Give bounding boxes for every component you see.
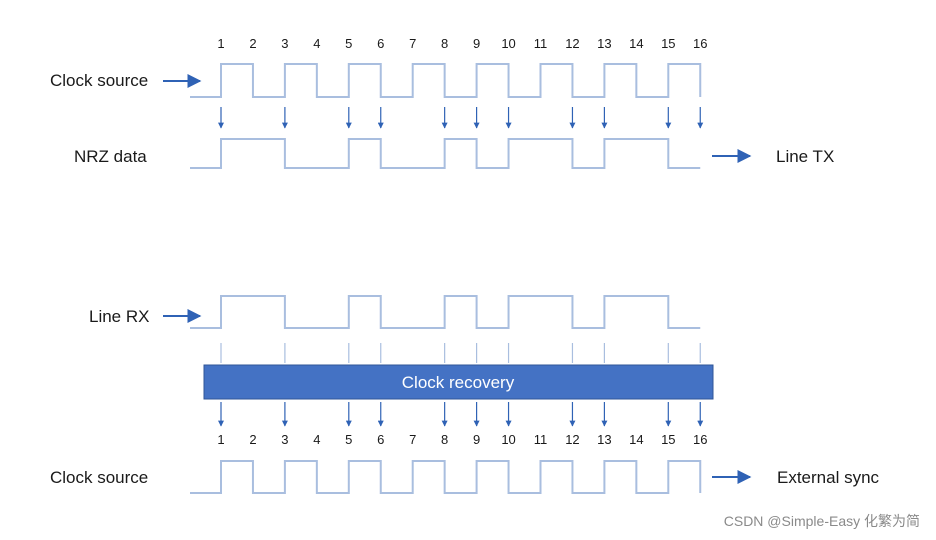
clock-recovery-label: Clock recovery (402, 373, 515, 392)
top-tick-16: 16 (693, 36, 707, 51)
top-tick-5: 5 (345, 36, 352, 51)
bottom-tick-14: 14 (629, 432, 643, 447)
top-tick-12: 12 (565, 36, 579, 51)
top-tick-10: 10 (501, 36, 515, 51)
bottom-tick-13: 13 (597, 432, 611, 447)
clock-source-top-waveform (190, 63, 702, 98)
top-tick-2: 2 (249, 36, 256, 51)
top-tick-11: 11 (534, 36, 548, 51)
clock-recovery-block (203, 364, 714, 400)
csdn-watermark: CSDN @Simple-Easy 化繁为简 (724, 513, 920, 529)
bottom-tick-3: 3 (281, 432, 288, 447)
external-sync-label: External sync (777, 468, 880, 487)
nrz-data-label: NRZ data (74, 147, 147, 166)
bottom-tick-8: 8 (441, 432, 448, 447)
top-tick-14: 14 (629, 36, 643, 51)
top-tick-8: 8 (441, 36, 448, 51)
line-rx-waveform (190, 295, 701, 329)
bottom-tick-1: 1 (217, 432, 224, 447)
bottom-tick-6: 6 (377, 432, 384, 447)
top-tick-7: 7 (409, 36, 416, 51)
bottom-tick-4: 4 (313, 432, 320, 447)
clock-source-bottom-waveform (190, 460, 702, 494)
bottom-tick-5: 5 (345, 432, 352, 447)
top-tick-13: 13 (597, 36, 611, 51)
top-tick-4: 4 (313, 36, 320, 51)
top-tick-6: 6 (377, 36, 384, 51)
top-tick-15: 15 (661, 36, 675, 51)
top-tick-3: 3 (281, 36, 288, 51)
top-tick-1: 1 (217, 36, 224, 51)
top-tick-9: 9 (473, 36, 480, 51)
clock-source-bottom-label: Clock source (50, 468, 148, 487)
bottom-tick-10: 10 (501, 432, 515, 447)
bottom-tick-11: 11 (534, 432, 548, 447)
recovered-clock-arrows (218, 402, 704, 427)
line-tx-label: Line TX (776, 147, 834, 166)
line-rx-label: Line RX (89, 307, 149, 326)
nrz-data-waveform (190, 138, 701, 169)
bottom-tick-7: 7 (409, 432, 416, 447)
bottom-tick-12: 12 (565, 432, 579, 447)
line-rx-connectors (220, 343, 701, 363)
bottom-tick-2: 2 (249, 432, 256, 447)
bottom-tick-16: 16 (693, 432, 707, 447)
top-sample-arrows (218, 107, 704, 129)
bottom-tick-15: 15 (661, 432, 675, 447)
bottom-tick-9: 9 (473, 432, 480, 447)
clock-source-top-label: Clock source (50, 71, 148, 90)
